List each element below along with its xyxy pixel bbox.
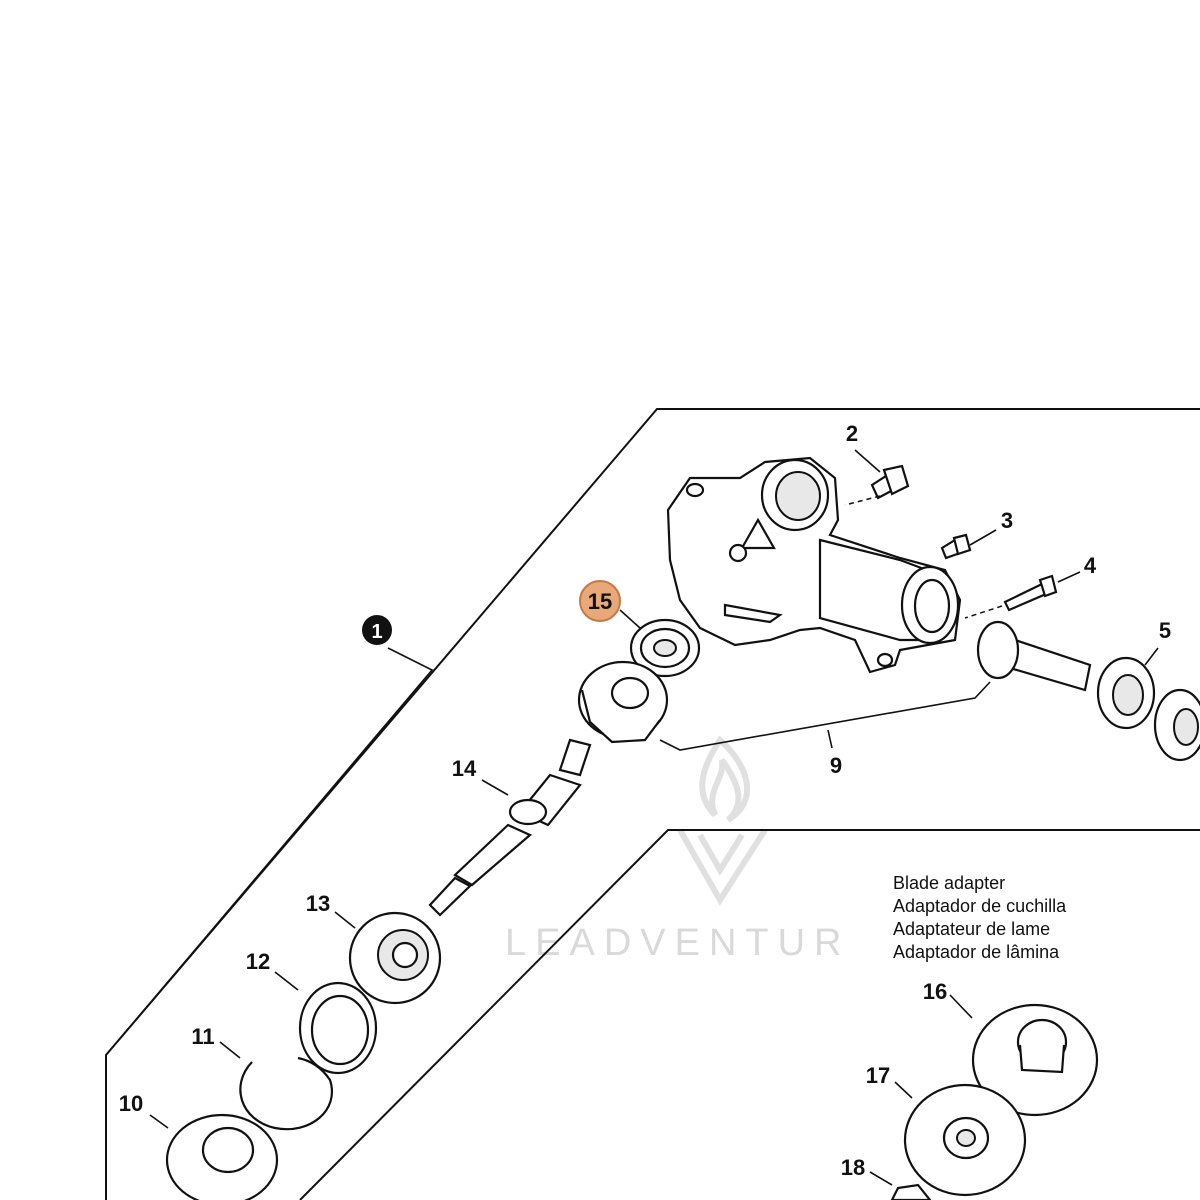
callout-4[interactable]: 4 (1084, 553, 1097, 578)
callout-11[interactable]: 11 (191, 1024, 214, 1049)
callout-17[interactable]: 17 (866, 1063, 890, 1088)
callout-9[interactable]: 9 (830, 753, 842, 778)
circlip-part-11[interactable] (239, 1056, 333, 1131)
watermark-v-icon (677, 828, 768, 906)
caption-line-en: Blade adapter (893, 873, 1005, 893)
callout-3[interactable]: 3 (1001, 508, 1013, 533)
callout-12[interactable]: 12 (246, 949, 270, 974)
bevel-gear-shaft-part-5[interactable] (976, 620, 1200, 762)
bearing-part-13[interactable] (348, 911, 442, 1005)
callout-15: 15 (588, 589, 612, 614)
caption-line-fr: Adaptateur de lame (893, 919, 1050, 939)
callout-18[interactable]: 18 (841, 1155, 865, 1180)
nut-part-18[interactable] (890, 1183, 932, 1200)
callout-16[interactable]: 16 (923, 979, 947, 1004)
caption-line-pt: Adaptador de lâmina (893, 942, 1060, 962)
hot-surface-warning-icon (740, 517, 776, 550)
washer-part-12[interactable] (298, 981, 378, 1075)
callout-1: 1 (371, 621, 382, 643)
screw-part-4[interactable] (964, 574, 1058, 619)
screw-part-3[interactable] (940, 533, 972, 560)
callout-14[interactable]: 14 (452, 756, 477, 781)
callout-5[interactable]: 5 (1159, 618, 1171, 643)
blade-adapter-part-16[interactable] (971, 1003, 1099, 1117)
leader-lines (105, 449, 1159, 1186)
blade-adapter-part-10[interactable] (165, 1113, 279, 1200)
watermark-flame-icon (699, 735, 750, 823)
screw-part-2[interactable] (844, 464, 910, 506)
main-assembly-badge (362, 615, 392, 645)
callout-10[interactable]: 10 (119, 1091, 143, 1116)
gear-housing[interactable] (666, 456, 962, 674)
assembly-frame-inner (299, 829, 1200, 1200)
ball-bearing-part-15[interactable] (629, 618, 701, 678)
callout-13[interactable]: 13 (306, 891, 330, 916)
thrust-plate-part-17[interactable] (903, 1083, 1027, 1197)
callout-2[interactable]: 2 (846, 421, 858, 446)
splined-shaft-part-14[interactable] (428, 738, 592, 917)
watermark-text: LEADVENTUR (505, 922, 851, 964)
watermark: LEADVENTUR (505, 735, 851, 964)
bevel-gear[interactable] (577, 660, 669, 744)
blade-adapter-caption: Blade adapter Adaptador de cuchilla Adap… (893, 873, 1067, 962)
caption-line-es: Adaptador de cuchilla (893, 896, 1067, 916)
callout-main[interactable]: 1 (362, 615, 392, 645)
highlight-badge (579, 580, 621, 622)
assembly-frame-outer (105, 408, 1200, 1200)
callout-highlighted[interactable]: 15 (579, 580, 621, 622)
